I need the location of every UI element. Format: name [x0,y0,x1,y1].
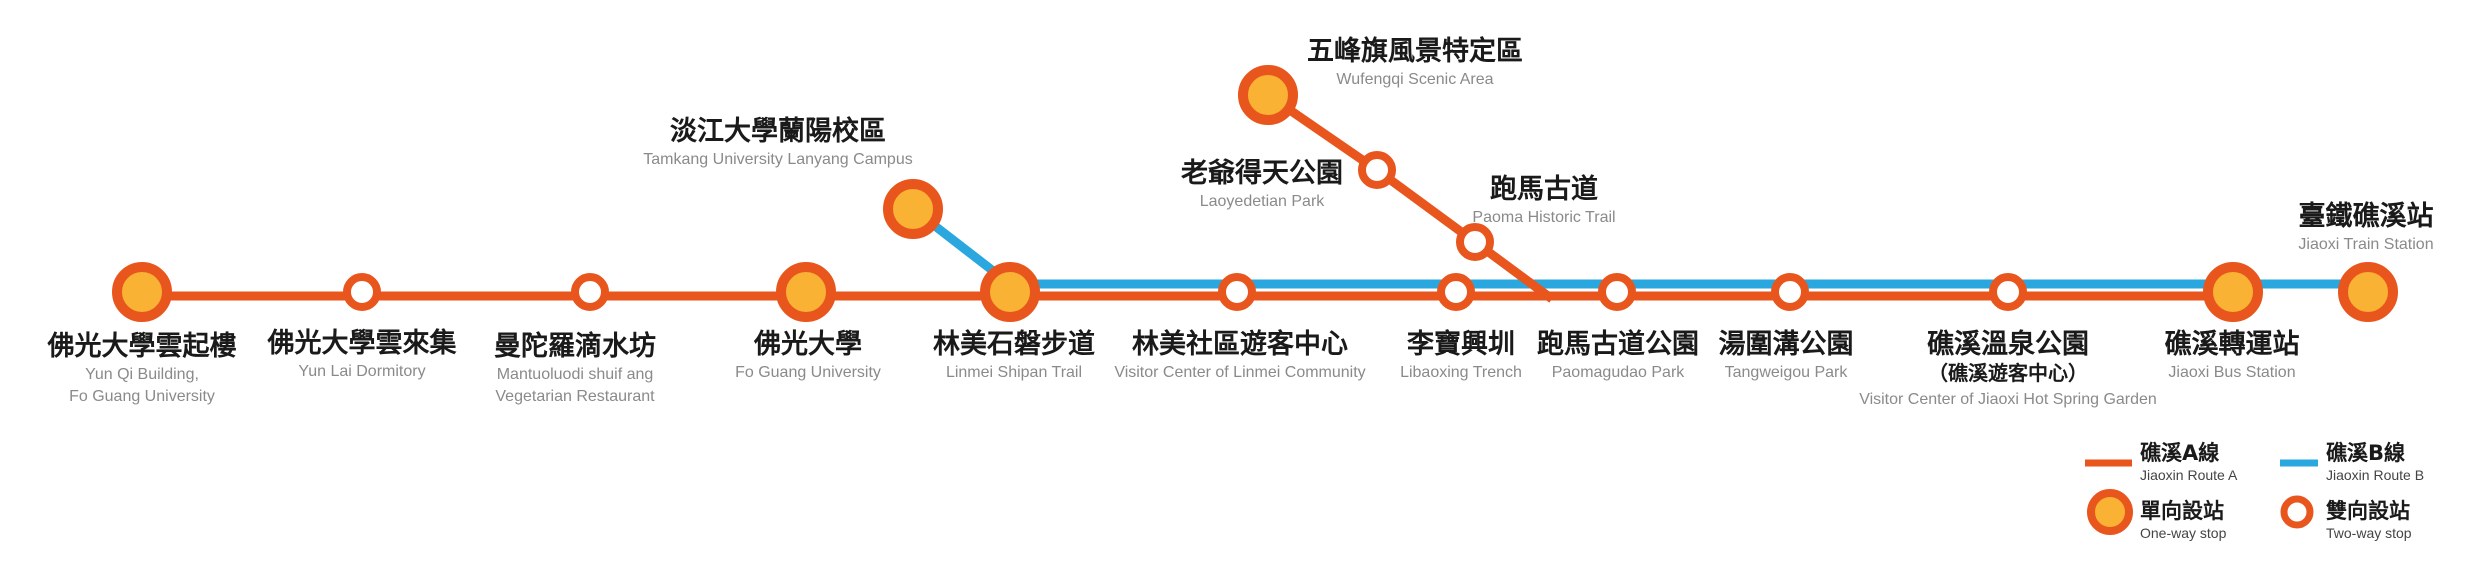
legend: 礁溪A線 Jiaoxin Route A 礁溪B線 Jiaoxin Route B 單向… [2085,441,2424,541]
legend-one-way-icon [2087,489,2133,535]
station-name-yunlai-dormitory: 佛光大學雲來集 [267,327,458,359]
stop-laoyedetian [1358,151,1396,189]
station-subname-jiaoxi-hot-spring: （礁溪遊客中心） [1928,361,2088,385]
station-name-linmei-visitor-center: 林美社區遊客中心 [1132,328,1348,360]
station-en-laoyedetian: Laoyedetian Park [1200,193,1326,210]
legend-two-way-zh: 雙向設站 [2326,499,2410,523]
station-en-paoma-trail: Paoma Historic Trail [1472,209,1615,226]
station-en-jiaoxi-train: Jiaoxi Train Station [2298,236,2433,253]
stop-foguang-yunqi [112,262,172,322]
station-en-yunlai-dormitory: Yun Lai Dormitory [298,363,425,380]
legend-route-a-zh: 礁溪A線 [2140,441,2219,465]
station-en-foguang-yunqi: Fo Guang University [69,388,215,405]
legend-two-way-icon [2280,495,2314,529]
stop-jiaoxi-hot-spring [1989,273,2027,311]
station-name-paomagudao-park: 跑馬古道公園 [1537,328,1699,360]
legend-one-way-en: One-way stop [2140,525,2227,541]
station-en-jiaoxi-bus: Jiaoxi Bus Station [2168,364,2295,381]
station-en-mantuoluodi: Vegetarian Restaurant [495,388,655,405]
stop-jiaoxi-bus [2203,262,2263,322]
legend-route-b-zh: 礁溪B線 [2326,441,2405,465]
station-en-linmei-visitor-center: Visitor Center of Linmei Community [1114,364,1365,381]
station-name-wufengqi: 五峰旗風景特定區 [1307,35,1523,67]
station-en-tamkang-lanyang: Tamkang University Lanyang Campus [643,151,912,168]
station-labels: 佛光大學雲起樓 Yun Qi Building, Fo Guang Universi… [47,35,2434,408]
station-name-libaoxing: 李寶興圳 [1406,328,1515,360]
station-name-tangweigou: 湯圍溝公園 [1719,329,1854,360]
station-en-paomagudao-park: Paomagudao Park [1552,364,1686,381]
station-name-tamkang-lanyang: 淡江大學蘭陽校區 [670,115,886,147]
stop-mantuoluodi [571,273,609,311]
stop-jiaoxi-train [2338,262,2398,322]
station-en-linmei-shipan: Linmei Shipan Trail [946,364,1082,381]
stop-libaoxing [1437,273,1475,311]
stop-wufengqi [1238,65,1298,125]
station-name-jiaoxi-bus: 礁溪轉運站 [2165,329,2300,360]
station-en-libaoxing: Libaoxing Trench [1400,364,1522,381]
legend-one-way-zh: 單向設站 [2140,499,2224,523]
route-stops [112,65,2398,322]
station-en-tangweigou: Tangweigou Park [1725,364,1849,381]
legend-route-b-en: Jiaoxin Route B [2326,467,2424,483]
station-name-fo-guang-university: 佛光大學 [753,329,862,360]
legend-two-way-en: Two-way stop [2326,525,2412,541]
station-name-laoyedetian: 老爺得天公園 [1181,158,1343,189]
station-name-jiaoxi-hot-spring: 礁溪溫泉公園 [1927,328,2089,360]
station-en-jiaoxi-hot-spring: Visitor Center of Jiaoxi Hot Spring Gard… [1859,391,2157,408]
legend-route-a-en: Jiaoxin Route A [2140,467,2238,483]
station-name-jiaoxi-train: 臺鐵礁溪站 [2299,201,2434,232]
station-en-mantuoluodi: Mantuoluodi shuif ang [497,366,654,383]
stop-tangweigou [1771,273,1809,311]
station-en-fo-guang-university: Fo Guang University [735,364,881,381]
stop-paomagudao-park [1598,273,1636,311]
station-name-foguang-yunqi: 佛光大學雲起樓 [47,331,237,362]
stop-tamkang-lanyang [883,179,943,239]
station-en-wufengqi: Wufengqi Scenic Area [1336,71,1493,88]
station-name-paoma-trail: 跑馬古道 [1490,173,1598,205]
station-en-foguang-yunqi: Yun Qi Building, [85,366,199,383]
stop-paoma-trail [1456,223,1494,261]
stop-yunlai-dormitory [343,273,381,311]
route-a-branch [1265,91,1555,303]
route-b-line [910,205,2368,289]
station-name-linmei-shipan: 林美石磐步道 [933,328,1095,360]
stop-fo-guang-university [776,262,836,322]
stop-linmei-shipan [980,262,1040,322]
stop-linmei-visitor-center [1218,273,1256,311]
station-name-mantuoluodi: 曼陀羅滴水坊 [494,330,656,362]
